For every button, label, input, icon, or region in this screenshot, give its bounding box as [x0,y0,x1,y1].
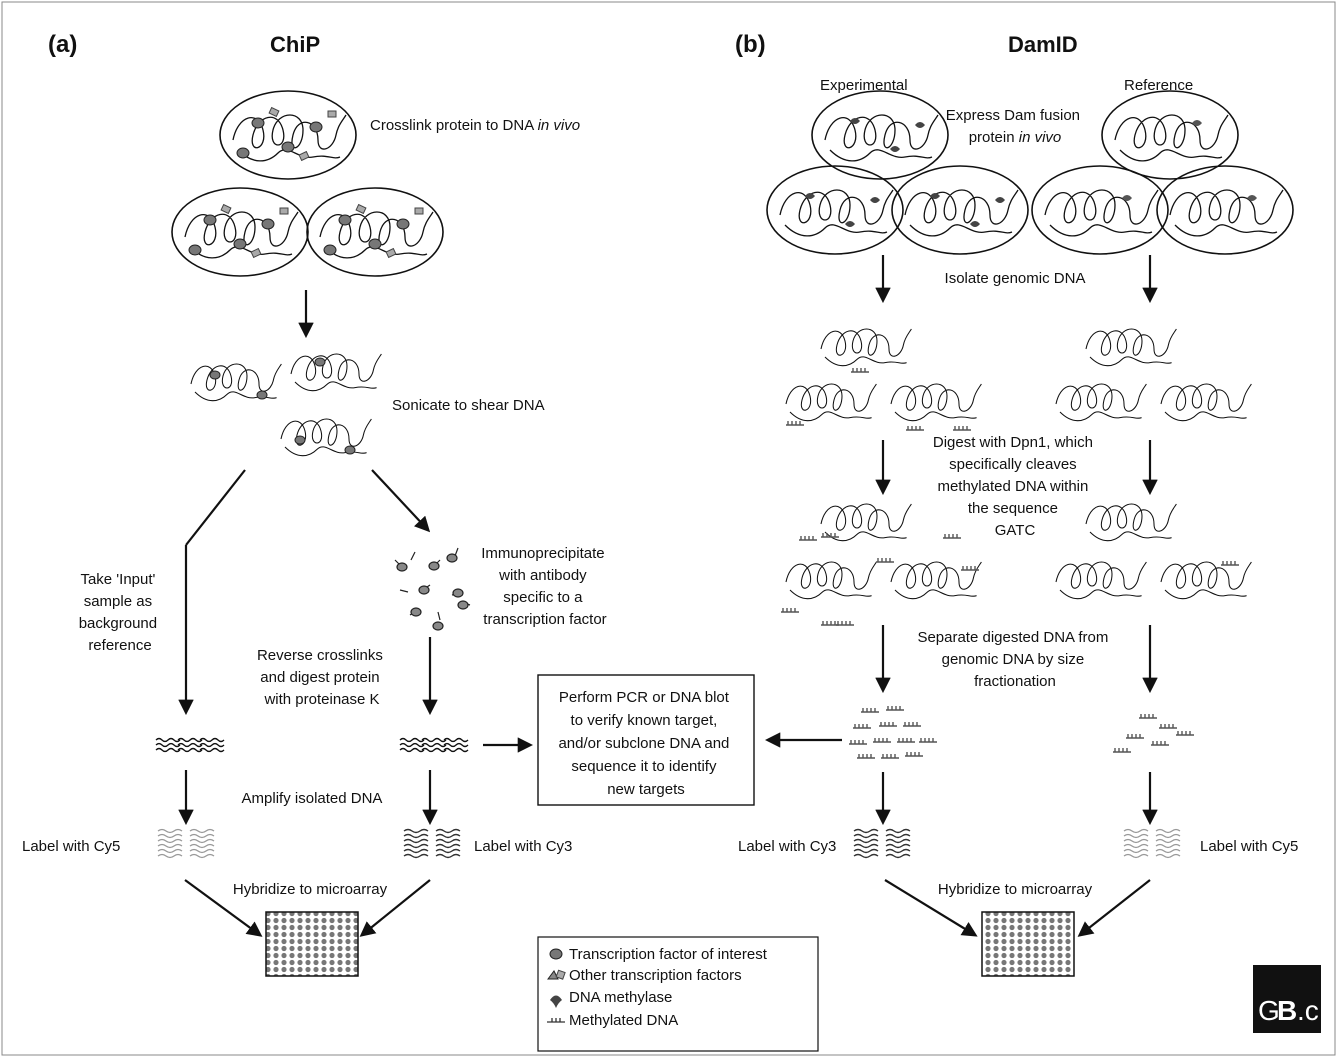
label-cy5-b: Label with Cy5 [1200,838,1298,855]
step-digest: Digest with Dpn1, which specifically cle… [933,434,1097,539]
arrow-a-hyb-left [184,879,263,937]
legend-methylated-dna: Methylated DNA [569,1012,678,1029]
separated-ref-fragments [1112,713,1195,753]
panel-b-title: DamID [1008,32,1078,57]
tf-interest-icon [549,948,563,960]
svg-text:.c: .c [1297,995,1319,1026]
svg-text:G: G [1258,995,1280,1026]
other-tf-icon [547,969,566,980]
arrow-a-hyb-right [359,879,431,937]
separated-exp-fragments [848,705,938,759]
cy5-stack-a [157,828,215,859]
label-cy3-a: Label with Cy3 [474,838,572,855]
isolated-exp-dna [785,328,982,431]
input-fragments-2 [177,737,203,753]
digested-exp-dna [780,503,982,626]
verify-box-text: Perform PCR or DNA blot to verify known … [558,689,733,798]
digested-ref-dna [1055,503,1252,600]
isolated-ref-dna [1055,328,1252,422]
immunoprecipitate-graphic [394,547,471,631]
step-hybridize-a: Hybridize to microarray [233,881,388,898]
svg-text:B: B [1277,995,1297,1026]
methylated-dna-icon [547,1018,565,1023]
arrow-a-right-diag [371,469,431,533]
label-cy3-b: Label with Cy3 [738,838,836,855]
arrow-a-left-diag [185,469,246,546]
step-amplify: Amplify isolated DNA [242,790,383,807]
sonicated-fragments [190,353,382,457]
step-immunoprecipitate: Immunoprecipitate with antibody specific… [481,545,609,628]
input-fragments-1 [155,737,181,753]
microarray-b [981,911,1075,977]
ip-fragments-1 [399,737,425,753]
microarray-a [265,911,359,977]
step-separate: Separate digested DNA from genomic DNA b… [917,629,1112,690]
verify-box [537,674,755,806]
panel-b-letter: (b) [735,31,766,58]
step-sonicate: Sonicate to shear DNA [392,397,545,414]
legend-box [537,936,819,1052]
panel-a-title: ChiP [270,32,320,57]
gb-logo: G B .c [1253,965,1321,1033]
legend-other-tf: Other transcription factors [569,967,742,984]
label-cy5-a: Label with Cy5 [22,838,120,855]
arrow-b-hyb-left [884,879,978,937]
cy3-stack-a [403,828,461,859]
col-reference: Reference [1124,77,1193,94]
step-reverse: Reverse crosslinks and digest protein wi… [257,647,387,708]
step-hybridize-b: Hybridize to microarray [938,881,1093,898]
col-experimental: Experimental [820,77,908,94]
step-isolate: Isolate genomic DNA [945,270,1086,287]
input-fragments-3 [199,737,225,753]
step-express: Express Dam fusion protein in vivo [946,107,1084,146]
legend-methylase: DNA methylase [569,989,672,1006]
arrow-b-hyb-right [1077,879,1151,937]
ip-fragments-3 [443,737,469,753]
step-crosslink: Crosslink protein to DNA in vivo [370,117,580,134]
cy3-stack-b [853,828,911,859]
step-input: Take 'Input' sample as background refere… [79,571,162,654]
ip-fragments-2 [421,737,447,753]
legend-tf-interest: Transcription factor of interest [569,946,768,963]
panel-a-letter: (a) [48,31,77,58]
cy5-stack-b [1123,828,1181,859]
methylase-icon [550,995,562,1008]
